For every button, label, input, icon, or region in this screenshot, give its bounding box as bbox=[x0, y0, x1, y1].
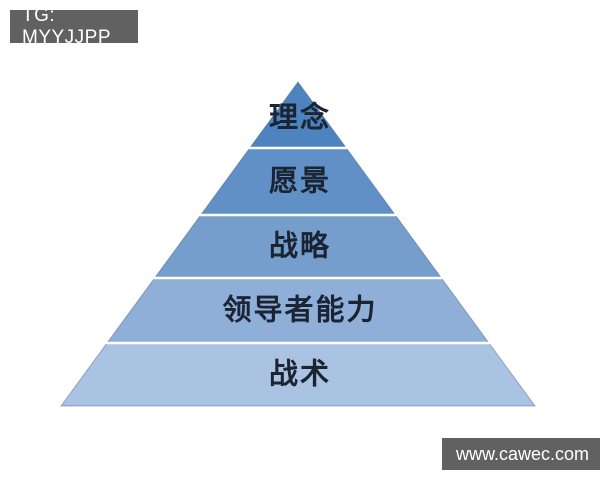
website-badge-bottom-right: www.cawec.com bbox=[442, 438, 600, 470]
pyramid-outline bbox=[60, 81, 536, 407]
pyramid-level-label: 领导者能力 bbox=[222, 293, 377, 327]
pyramid-level-label: 愿景 bbox=[269, 166, 331, 198]
pyramid-level-4 bbox=[61, 343, 535, 406]
pyramid-level-label: 战略 bbox=[269, 230, 331, 263]
watermark-badge-top-left: TG: MYYJJPP bbox=[10, 5, 138, 48]
website-badge-label: www.cawec.com bbox=[456, 443, 590, 464]
pyramid-level-3 bbox=[107, 278, 489, 343]
pyramid-level-label: 战术 bbox=[269, 358, 331, 391]
pyramid-level-0 bbox=[249, 82, 347, 148]
pyramid-level-label: 理念 bbox=[269, 100, 331, 134]
pyramid-level-1 bbox=[200, 148, 396, 215]
pyramid-level-2 bbox=[154, 215, 442, 278]
watermark-badge-label: TG: MYYJJPP bbox=[22, 4, 112, 48]
